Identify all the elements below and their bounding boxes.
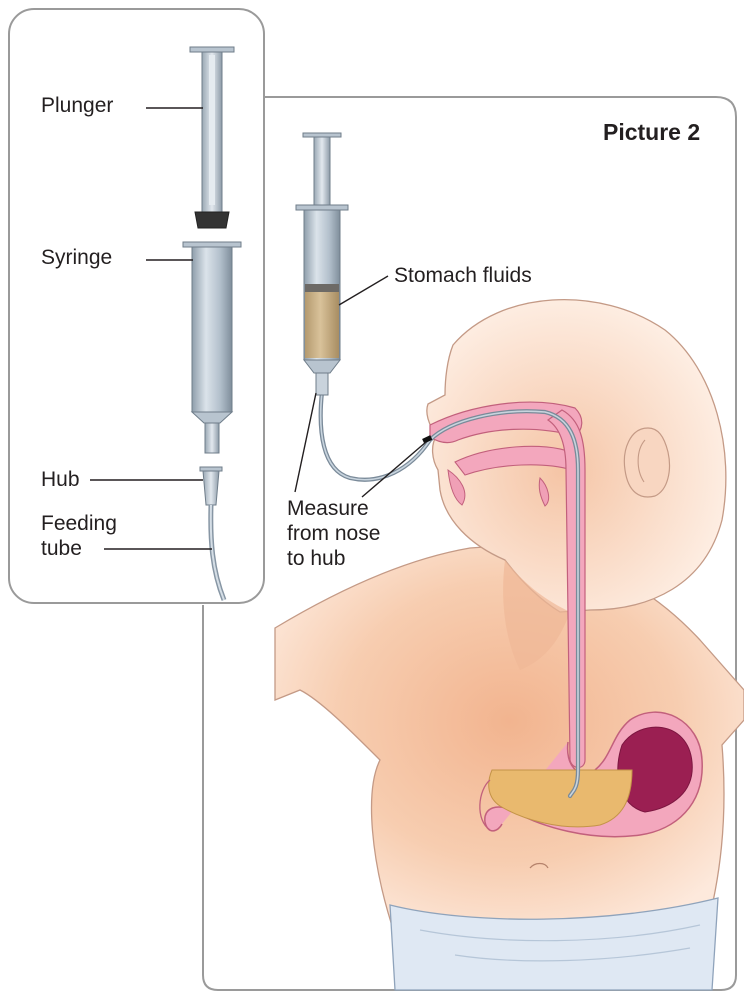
plunger-label: Plunger [41, 94, 113, 118]
measure-label-line2: from nose [287, 522, 380, 546]
measure-leader-hub [295, 393, 316, 492]
stomach-fluid-in-syringe [305, 290, 339, 358]
syringe-label: Syringe [41, 246, 112, 270]
picture-title: Picture 2 [603, 119, 700, 146]
main-syringe [296, 133, 348, 395]
feeding-tube-label-line1: Feeding [41, 512, 117, 536]
stomach-fluids-leader [339, 276, 388, 305]
measure-label-line3: to hub [287, 547, 345, 571]
feeding-tube-label-line2: tube [41, 537, 82, 561]
stomach-fluids-label: Stomach fluids [394, 264, 532, 288]
measure-label-line1: Measure [287, 497, 369, 521]
baby-illustration [275, 300, 744, 990]
hub-label: Hub [41, 468, 80, 492]
ear [624, 428, 669, 497]
measure-leader-nose [362, 442, 426, 497]
